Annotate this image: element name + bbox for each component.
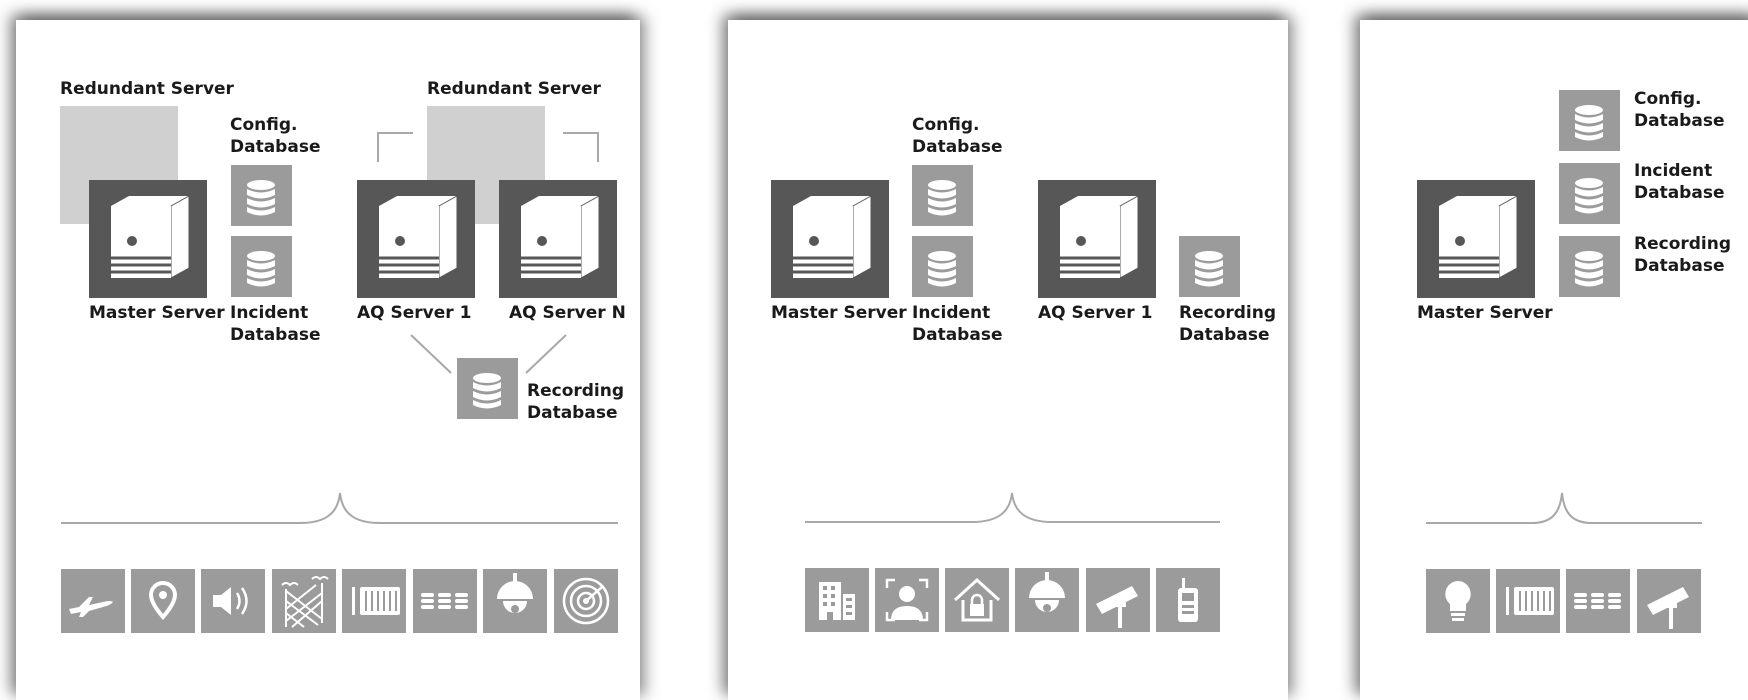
incident-database-label: Incident Database — [230, 303, 321, 345]
master-server-label: Master Server — [89, 303, 225, 323]
incident-database-label: Incident Database — [912, 303, 1003, 345]
recording-database-icon — [1559, 236, 1620, 297]
incident-database-icon — [231, 236, 292, 297]
recording-database-label: Recording Database — [527, 381, 625, 423]
radiator-icon — [1496, 569, 1560, 633]
radar-icon — [554, 569, 618, 633]
config-database-label: Config. Database — [230, 115, 321, 157]
master-server-2 — [771, 180, 889, 298]
aq-server-1-label: AQ Server 1 — [357, 303, 472, 323]
dome-camera-icon — [1015, 568, 1079, 632]
config-database-icon — [231, 165, 292, 226]
incident-database-label: Incident Database — [1634, 161, 1725, 203]
server-tower-icon — [1060, 195, 1139, 279]
recording-database-label: Recording Database — [1179, 303, 1277, 345]
master-server-label: Master Server — [771, 303, 907, 323]
server-tower-icon — [379, 195, 458, 279]
incident-database-icon — [912, 236, 973, 297]
server-tower-icon — [793, 195, 872, 279]
aq-server-n — [499, 180, 617, 298]
aq-server-1-p2 — [1038, 180, 1156, 298]
cctv-camera-icon — [1637, 569, 1701, 633]
home-lock-icon — [945, 568, 1009, 632]
server-tower-icon — [1439, 195, 1518, 279]
face-recognition-icon — [875, 568, 939, 632]
fence-icon — [272, 569, 336, 633]
config-database-icon — [1559, 90, 1620, 151]
master-server-3 — [1417, 180, 1535, 298]
redundant-server-label: Redundant Server — [427, 79, 601, 99]
incident-database-icon — [1559, 163, 1620, 224]
config-database-label: Config. Database — [912, 115, 1003, 157]
radiator-icon — [342, 569, 406, 633]
dome-camera-icon — [483, 569, 547, 633]
aq-server-n-label: AQ Server N — [509, 303, 626, 323]
config-database-icon — [912, 165, 973, 226]
recording-database-icon — [1179, 236, 1240, 297]
speaker-icon — [201, 569, 265, 633]
radio-icon — [1156, 568, 1220, 632]
aq-server-1-label: AQ Server 1 — [1038, 303, 1153, 323]
recording-database-icon — [457, 358, 518, 419]
storage-icon — [413, 569, 477, 633]
location-pin-icon — [131, 569, 195, 633]
recording-database-label: Recording Database — [1634, 234, 1732, 276]
lightbulb-icon — [1426, 569, 1490, 633]
cctv-camera-icon — [1086, 568, 1150, 632]
server-tower-icon — [521, 195, 600, 279]
server-tower-icon — [111, 195, 190, 279]
storage-icon — [1566, 569, 1630, 633]
master-server-label: Master Server — [1417, 303, 1553, 323]
master-server-1 — [89, 180, 207, 298]
airplane-icon — [61, 569, 125, 633]
aq-server-1 — [357, 180, 475, 298]
building-icon — [805, 568, 869, 632]
config-database-label: Config. Database — [1634, 89, 1725, 131]
redundant-server-label: Redundant Server — [60, 79, 234, 99]
